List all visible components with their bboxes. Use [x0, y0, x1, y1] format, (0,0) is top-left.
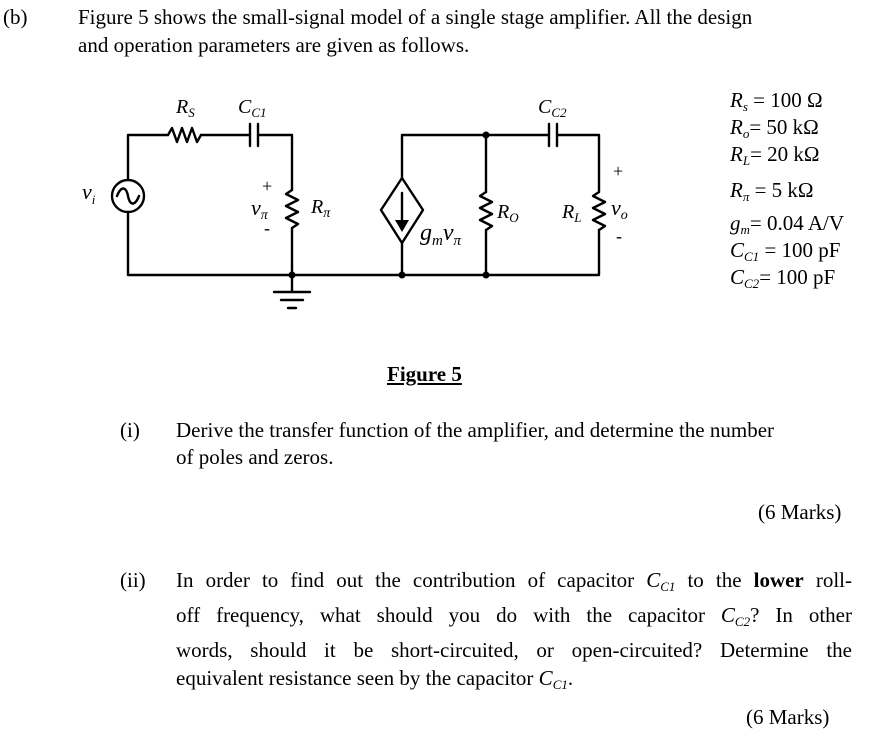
ro-resistor: [478, 190, 494, 232]
circuit-diagram: RS CC1 CC2 vi vπ Rπ gmvπ RO RL vo + - + …: [82, 96, 628, 310]
param-gm: gm= 0.04 A/V: [730, 211, 844, 237]
wire-cc2-rl: [555, 133, 601, 194]
vo-plus: +: [613, 161, 623, 181]
rl-label: RL: [561, 201, 581, 225]
vpi-minus: -: [264, 218, 270, 238]
vi-label: vi: [82, 179, 96, 207]
param-rs: Rs = 100 Ω: [730, 88, 823, 114]
wire-left-top: [126, 133, 170, 182]
vo-label: vo: [611, 195, 628, 223]
rpi-label: Rπ: [310, 196, 331, 221]
dependent-source-arrow-head: [395, 220, 409, 232]
part-ii-line-4: equivalent resistance seen by the capaci…: [176, 666, 574, 692]
param-rl: RL= 20 kΩ: [730, 142, 820, 168]
part-label-b: (b): [3, 5, 28, 29]
vpi-plus: +: [262, 176, 272, 196]
gm-label: gmvπ: [420, 220, 462, 249]
cc1-label: CC1: [238, 96, 267, 120]
node-dot-ground: [288, 271, 296, 279]
rl-resistor: [591, 190, 607, 232]
node-dot-bottom-mid: [482, 271, 490, 279]
cc2-label: CC2: [538, 96, 567, 120]
part-ii-marks: (6 Marks): [746, 705, 830, 729]
vpi-label: vπ: [251, 195, 269, 223]
vi-source-circle: [110, 178, 146, 214]
part-ii-text: In order to find out the contribution of…: [176, 566, 852, 699]
rpi-resistor: [284, 188, 300, 230]
part-ii-line-3: words, should it be short-circuited, or …: [176, 638, 852, 662]
part-i-label: (i): [120, 418, 140, 442]
intro-line-2: and operation parameters are given as fo…: [78, 33, 470, 57]
wire-rl-bottom: [400, 228, 601, 277]
rs-resistor: [166, 126, 203, 144]
part-ii-line-2: off frequency, what should you do with t…: [176, 603, 852, 629]
part-i-line-2: of poles and zeros.: [176, 445, 334, 469]
figure-caption: Figure 5: [387, 362, 462, 386]
intro-line-1: Figure 5 shows the small-signal model of…: [78, 5, 753, 29]
part-i-marks: (6 Marks): [758, 500, 842, 524]
node-dot-top: [482, 131, 490, 139]
vo-minus: -: [616, 226, 622, 246]
node-dot-bottom-left: [398, 271, 406, 279]
part-ii-line-1: In order to find out the contribution of…: [176, 568, 852, 594]
wire-cc1-rpi: [256, 133, 294, 192]
vi-source-sine: [115, 187, 141, 205]
param-cc2: CC2= 100 pF: [730, 265, 836, 291]
param-rpi: Rπ = 5 kΩ: [730, 178, 814, 204]
part-i-line-1: Derive the transfer function of the ampl…: [176, 418, 775, 442]
rs-label: RS: [175, 96, 195, 120]
param-cc1: CC1 = 100 pF: [730, 238, 841, 264]
wire-out-top-left: [400, 133, 551, 180]
ro-label: RO: [496, 201, 519, 225]
param-ro: Ro= 50 kΩ: [730, 115, 819, 141]
part-ii-label: (ii): [120, 568, 146, 592]
wire-left-bottom: [126, 210, 404, 277]
